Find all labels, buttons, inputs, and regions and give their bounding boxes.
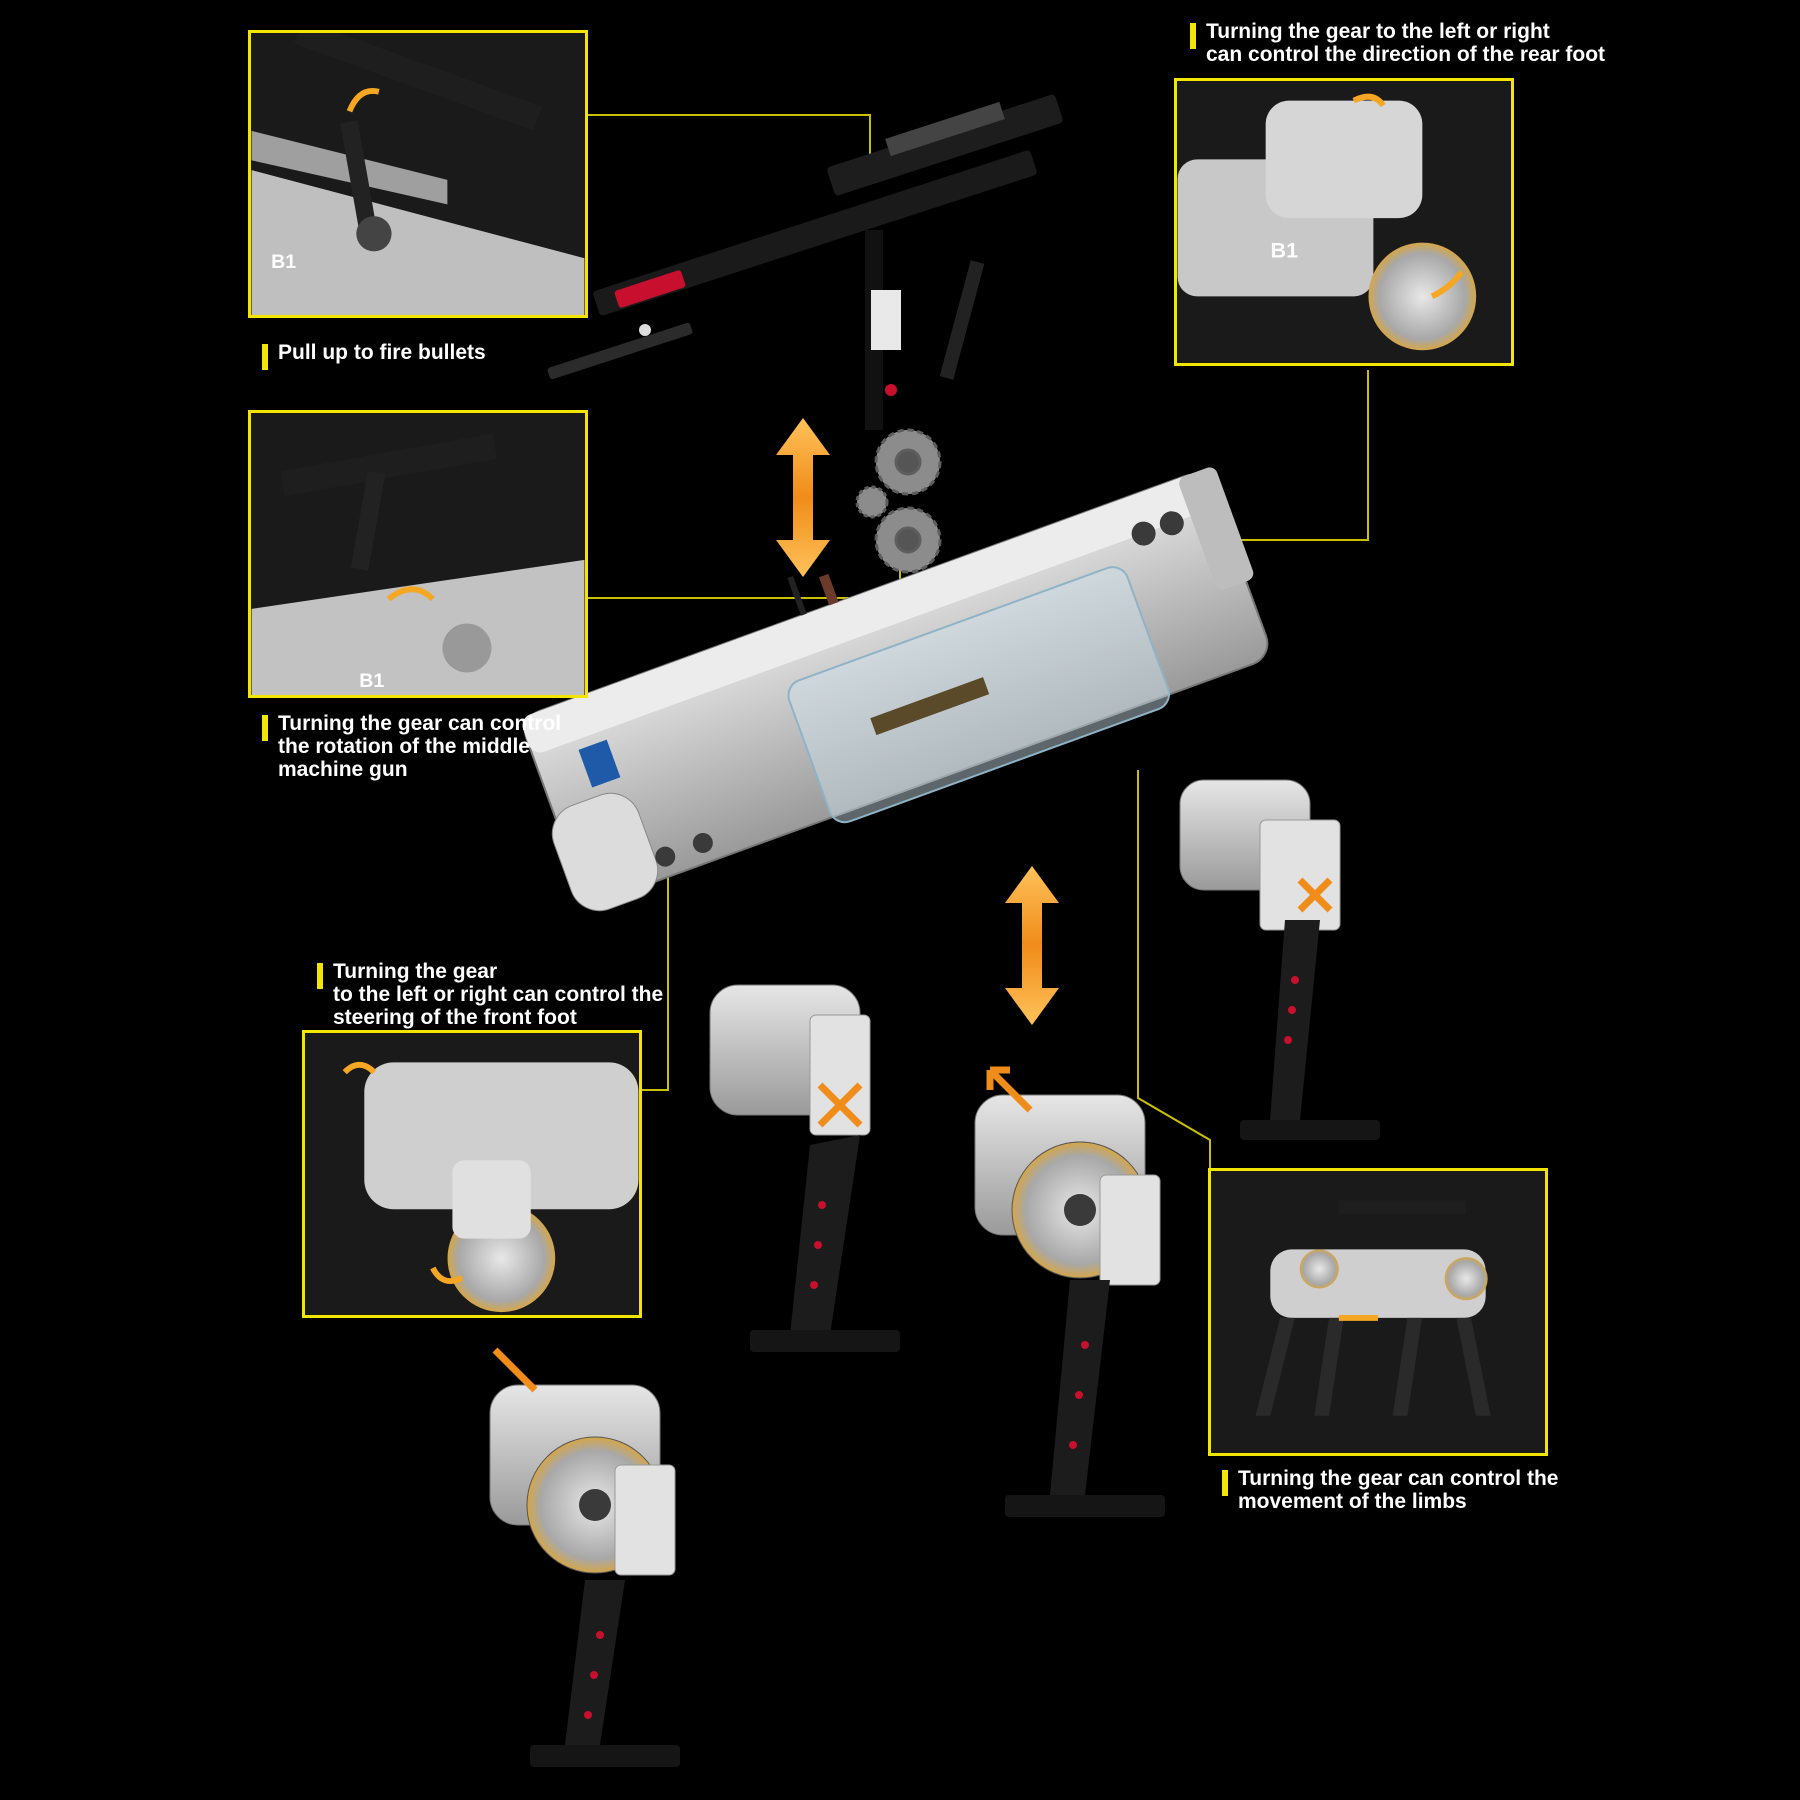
svg-text:B1: B1 bbox=[1271, 238, 1299, 262]
machine-gun-part bbox=[547, 94, 1063, 430]
fire-callout-box: B1 bbox=[248, 30, 588, 318]
caption-middle-gun: Turning the gear can control the rotatio… bbox=[262, 712, 561, 781]
leg-middle-right bbox=[974, 1094, 1165, 1517]
leader-front bbox=[640, 775, 669, 1091]
leg-front-left bbox=[489, 1384, 680, 1767]
caption-front-foot: Turning the gear to the left or right ca… bbox=[317, 960, 663, 1029]
leader-limbs bbox=[1137, 770, 1211, 1170]
double-arrow-icon bbox=[492, 1347, 538, 1393]
svg-text:B1: B1 bbox=[271, 251, 296, 273]
rear-foot-callout-box: B1 bbox=[1174, 78, 1514, 366]
caption-fire: Pull up to fire bullets bbox=[262, 341, 486, 370]
gear-icon bbox=[855, 428, 942, 574]
middle-gun-callout-box: B1 bbox=[248, 410, 588, 698]
caption-rear-foot: Turning the gear to the left or right ca… bbox=[1190, 20, 1605, 66]
double-arrow-icon bbox=[776, 418, 830, 577]
leader-fire bbox=[588, 114, 871, 185]
leader-rear bbox=[1200, 370, 1369, 541]
leg-middle-left bbox=[709, 984, 900, 1352]
leg-rear-right bbox=[1179, 779, 1380, 1140]
limbs-callout-box bbox=[1208, 1168, 1548, 1456]
double-arrow-icon bbox=[986, 1066, 1033, 1113]
front-foot-callout-box bbox=[302, 1030, 642, 1318]
robot-body bbox=[522, 467, 1269, 912]
double-arrow-icon bbox=[1005, 866, 1059, 1025]
caption-limbs: Turning the gear can control the movemen… bbox=[1222, 1467, 1558, 1513]
leader-middle bbox=[588, 560, 901, 599]
svg-text:B1: B1 bbox=[359, 670, 384, 692]
